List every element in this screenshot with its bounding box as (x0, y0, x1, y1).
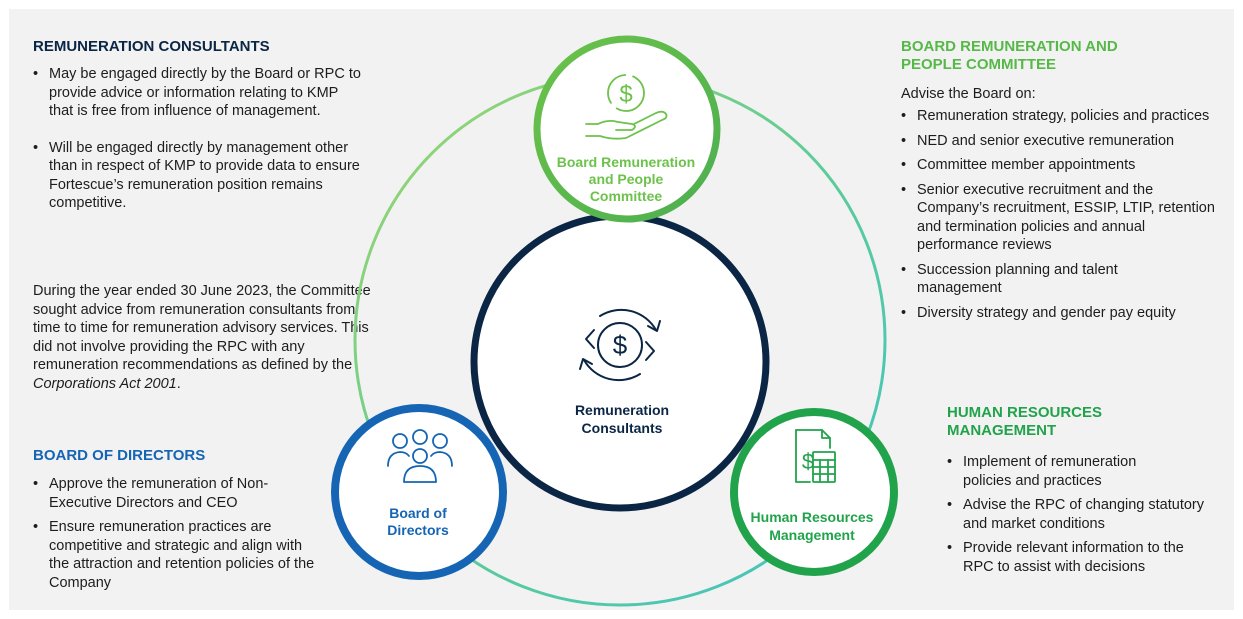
paragraph-end: . (176, 375, 181, 392)
list-item: Provide relevant information to the RPC … (947, 539, 1217, 576)
list-item: Will be engaged directly by management o… (33, 139, 369, 213)
heading-line: MANAGEMENT (947, 422, 1057, 439)
list-item: Senior executive recruitment and the Com… (901, 181, 1222, 255)
list-item: NED and senior executive remuneration (901, 132, 1231, 151)
list-item: May be engaged directly by the Board or … (33, 65, 364, 121)
list-item: Advise the RPC of changing statutory and… (947, 496, 1223, 533)
list-item: Implement of remuneration policies and p… (947, 453, 1188, 490)
board-committee-intro: Advise the Board on: (901, 86, 1036, 102)
remuneration-consultants-heading: REMUNERATION CONSULTANTS (33, 38, 270, 55)
heading-line: HUMAN RESOURCES (947, 404, 1103, 421)
heading-line: PEOPLE COMMITTEE (901, 56, 1057, 73)
board-committee-list: Remuneration strategy, policies and prac… (901, 107, 1231, 322)
remuneration-consultants-paragraph: During the year ended 30 June 2023, the … (33, 282, 375, 393)
list-item: Ensure remuneration practices are compet… (33, 518, 323, 592)
board-of-directors-list: Approve the remuneration of Non-Executiv… (33, 475, 323, 592)
board-committee-heading: BOARD REMUNERATION AND PEOPLE COMMITTEE (901, 38, 1118, 74)
list-item: Diversity strategy and gender pay equity (901, 304, 1231, 323)
paragraph-text: During the year ended 30 June 2023, the … (33, 283, 371, 373)
board-of-directors-heading: BOARD OF DIRECTORS (33, 447, 206, 464)
list-item: Succession planning and talent managemen… (901, 261, 1197, 298)
heading-line: BOARD REMUNERATION AND (901, 38, 1118, 55)
list-item: Committee member appointments (901, 156, 1231, 175)
list-item: Remuneration strategy, policies and prac… (901, 107, 1217, 126)
paragraph-italic-text: Corporations Act 2001 (33, 375, 177, 392)
list-item: Approve the remuneration of Non-Executiv… (33, 475, 309, 512)
remuneration-consultants-list: May be engaged directly by the Board or … (33, 65, 378, 213)
hr-management-list: Implement of remuneration policies and p… (947, 453, 1217, 576)
hr-management-heading: HUMAN RESOURCES MANAGEMENT (947, 404, 1102, 440)
